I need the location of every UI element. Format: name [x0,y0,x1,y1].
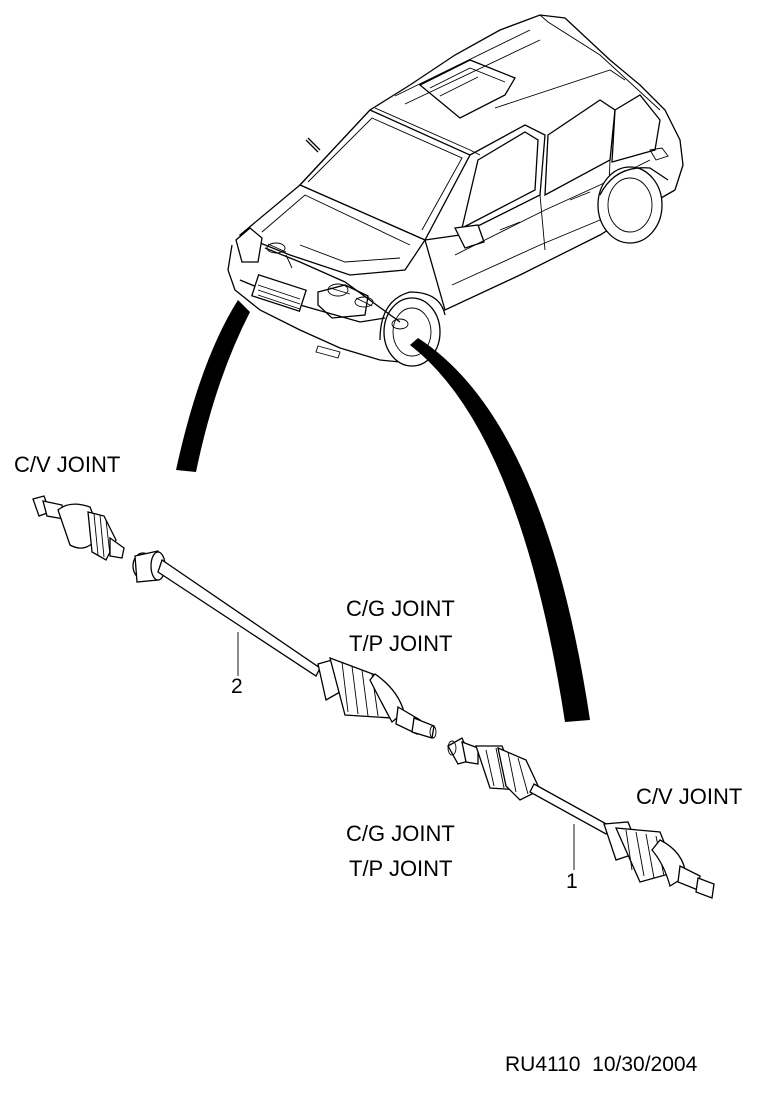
hood [238,184,426,276]
cv-joint-label-right: C/V JOINT [636,784,743,809]
side-mirror [454,224,485,249]
cv-joint-label-top: C/V JOINT [14,452,121,477]
callout-arrow-left [176,300,250,472]
tp-joint-label-upper: T/P JOINT [349,631,453,656]
drawing-code: RU4110 [505,1053,581,1076]
shaft-bar-2 [157,558,321,677]
grille [251,273,307,313]
part-number-1: 1 [566,870,578,893]
car-illustration [227,14,684,367]
part-number-2: 2 [231,675,243,698]
callout-arrow-right [410,338,590,722]
cg-boot-1 [497,746,541,801]
cg-joint-label-upper: C/G JOINT [346,596,455,621]
headlight-left [235,227,263,263]
cg-joint-label-lower: C/G JOINT [346,821,455,846]
tp-joint-label-lower: T/P JOINT [349,856,453,881]
drawing-footer: RU4110 10/30/2004 [505,1054,697,1075]
drive-shaft-part-1 [447,737,715,899]
headlight-right [317,284,369,319]
drawing-date: 10/30/2004 [592,1053,698,1076]
drive-shaft-part-2 [32,495,437,739]
sunroof [418,59,516,119]
cv-joint-outer-1 [651,839,687,888]
shaft-bar-1 [529,783,611,835]
